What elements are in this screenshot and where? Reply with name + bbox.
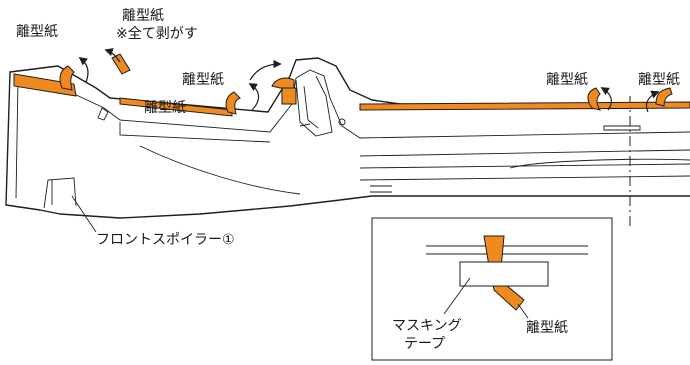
label-release-paper-right-1: 離型紙: [546, 72, 588, 88]
label-part-name: フロントスポイラー①: [96, 232, 235, 248]
label-leader-middle: [299, 123, 311, 127]
part-leader-line: [71, 195, 97, 233]
label-release-paper-right-2: 離型紙: [638, 72, 680, 88]
label-inset-masking-tape-2: テープ: [404, 336, 446, 352]
label-release-paper-peel-all: 離型紙: [122, 8, 164, 24]
label-release-paper-top-left: 離型紙: [16, 24, 58, 40]
label-release-paper-front-edge: 離型紙: [144, 100, 186, 116]
label-peel-all-note: ※全て剥がす: [116, 26, 198, 42]
label-inset-release-paper: 離型紙: [526, 320, 568, 336]
label-inset-masking-tape-1: マスキング: [392, 318, 462, 334]
label-release-paper-fin: 離型紙: [182, 72, 224, 88]
inset-detail: [371, 217, 613, 361]
peel-arrows: [78, 48, 660, 113]
release-paper-strips: [13, 53, 690, 117]
